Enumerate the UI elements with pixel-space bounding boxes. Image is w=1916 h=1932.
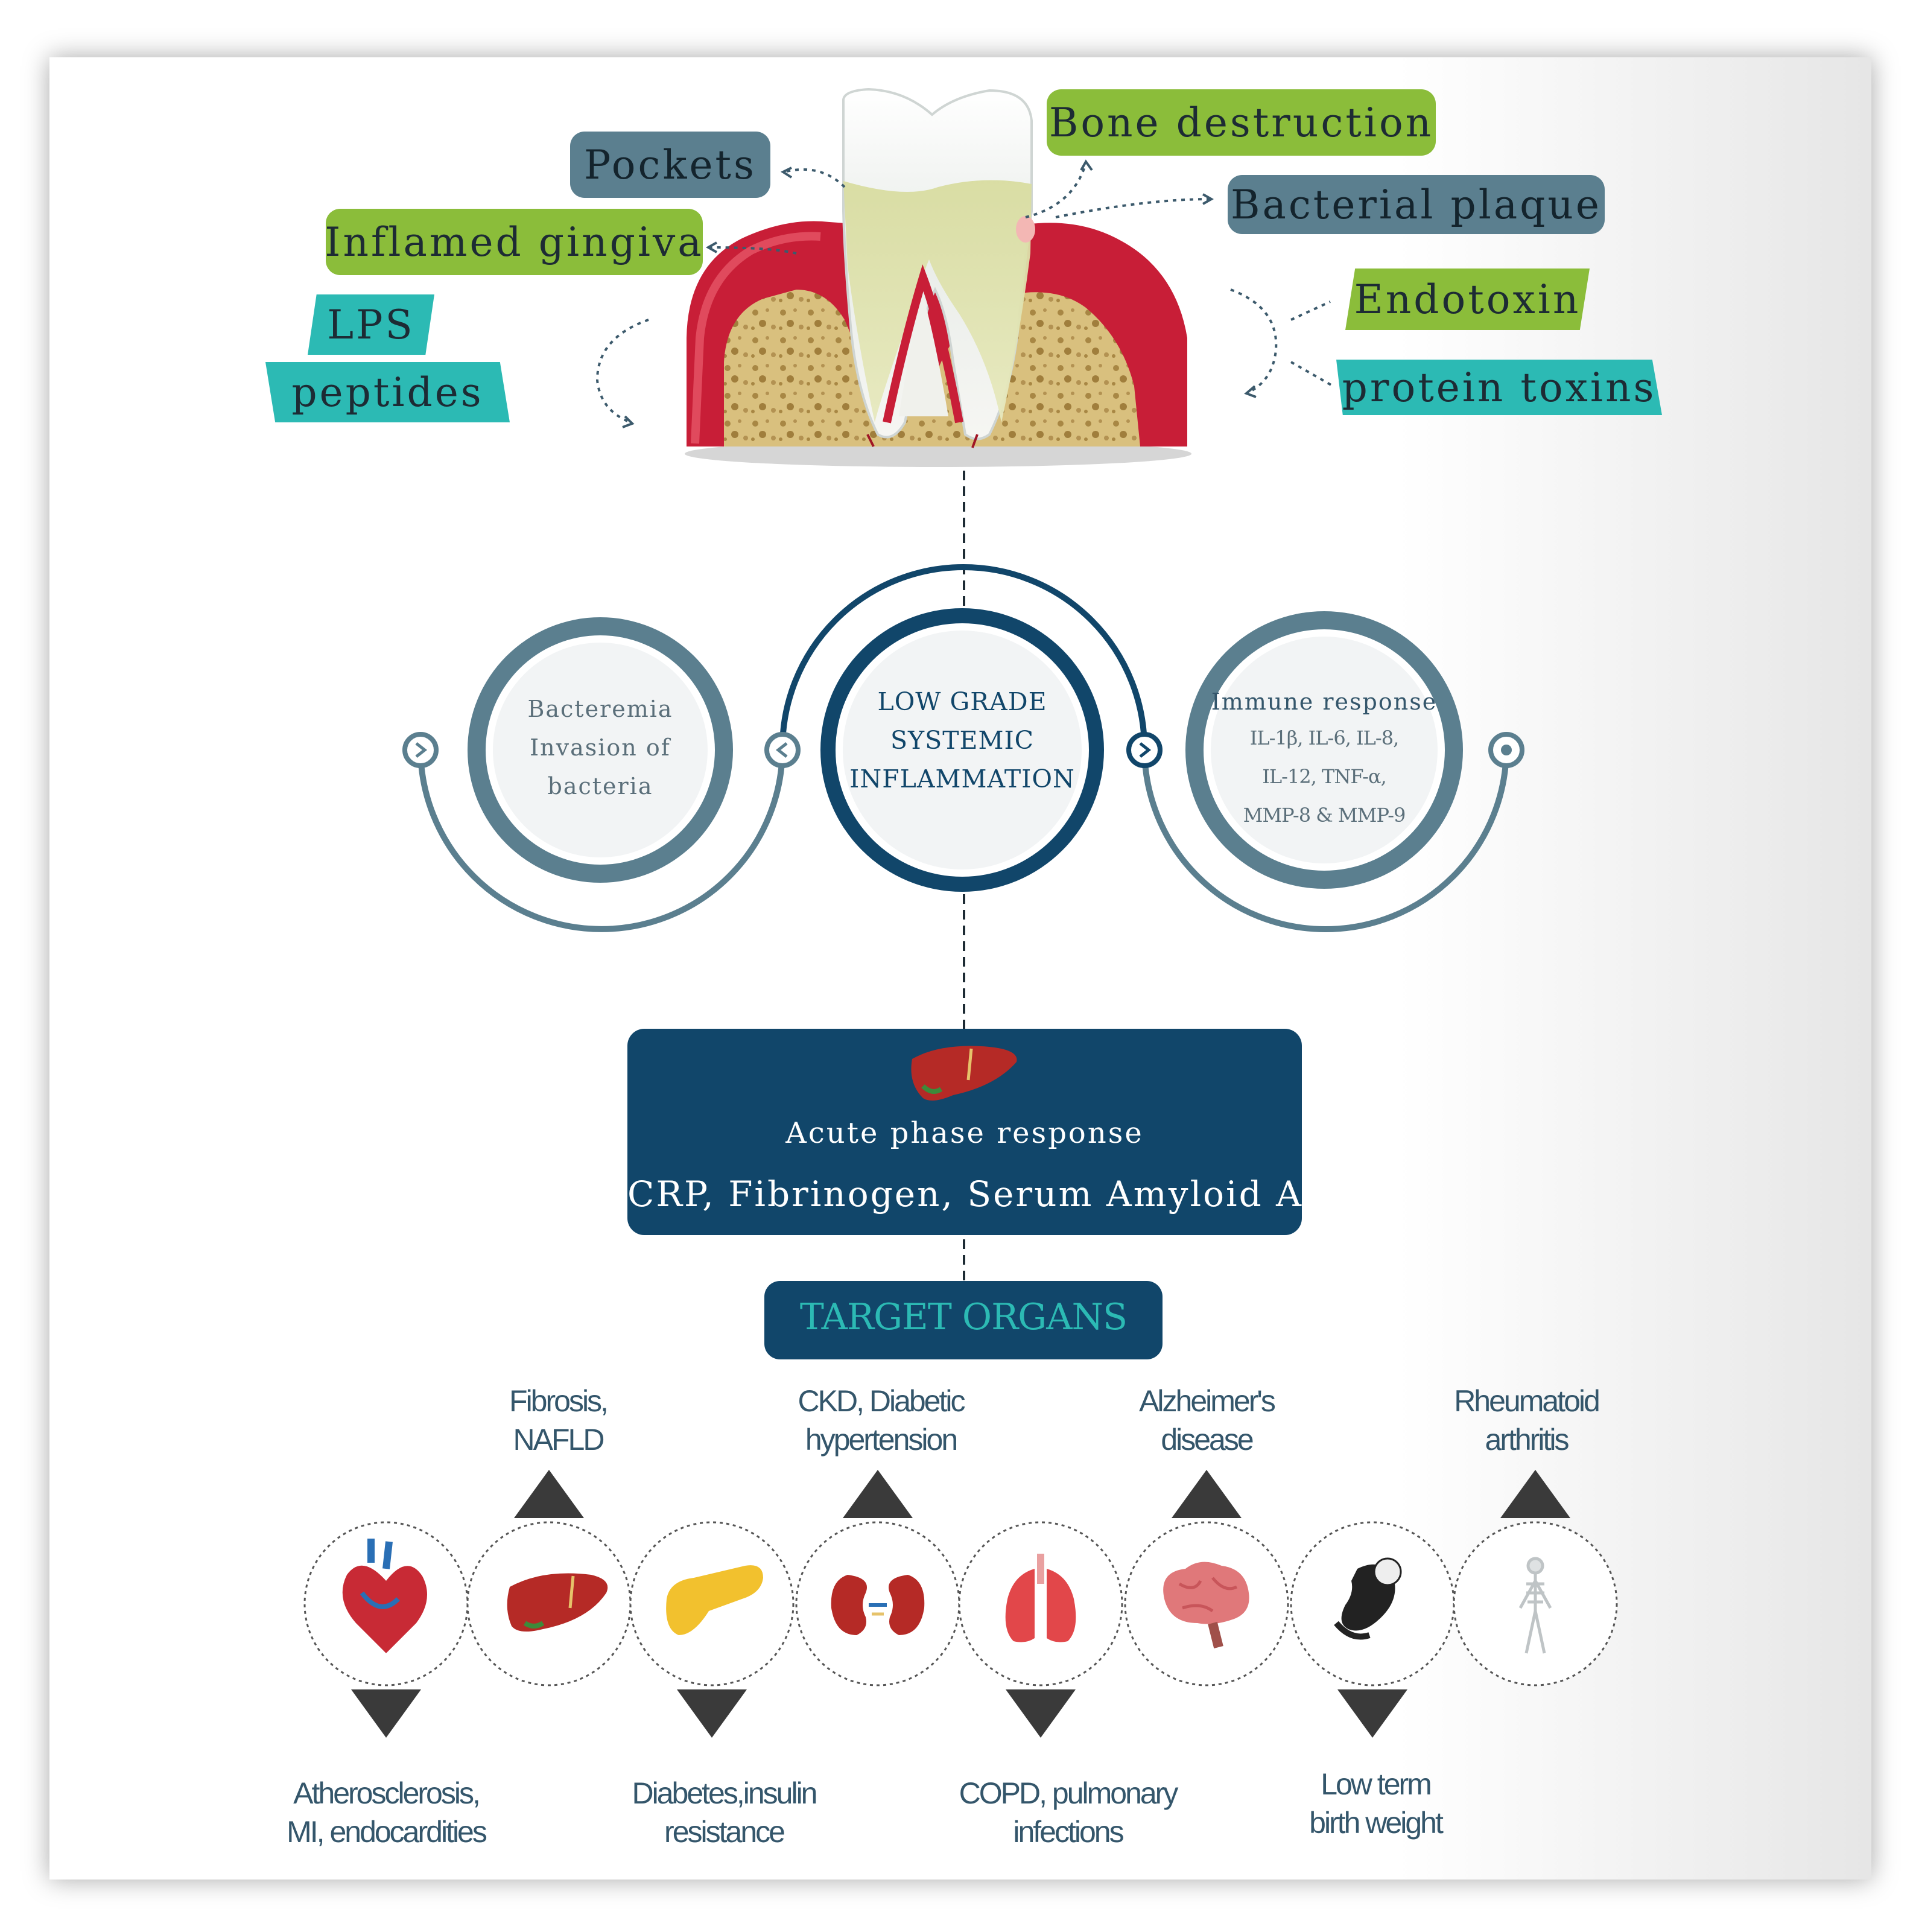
acute-phase-title: Acute phase response bbox=[785, 1116, 1144, 1150]
label-skeleton: Rheumatoid arthritis bbox=[1424, 1382, 1629, 1459]
pancreas-icon bbox=[666, 1565, 763, 1635]
immune-line: MMP-8 & MMP-9 bbox=[1243, 804, 1406, 827]
circle-center-line: SYSTEMIC bbox=[890, 726, 1035, 755]
circle-left-line: Invasion of bbox=[530, 734, 671, 761]
arc-left bbox=[417, 748, 785, 932]
label-line: arthritis bbox=[1485, 1423, 1570, 1457]
lungs-icon bbox=[1005, 1554, 1076, 1642]
circle-left-text: Bacteremia Invasion of bacteria bbox=[504, 690, 697, 806]
label-line: disease bbox=[1161, 1423, 1254, 1457]
label-line: birth weight bbox=[1309, 1806, 1444, 1840]
arc-top bbox=[779, 564, 1147, 749]
label-lungs: COPD, pulmonary infections bbox=[941, 1774, 1194, 1851]
circle-center-line: INFLAMMATION bbox=[849, 764, 1075, 793]
circle-center-line: LOW GRADE bbox=[877, 687, 1047, 716]
acute-phase-markers: CRP, Fibrinogen, Serum Amyloid A bbox=[627, 1174, 1304, 1215]
label-line: NAFLD bbox=[513, 1423, 605, 1457]
immune-line: IL-12, TNF-α, bbox=[1262, 765, 1386, 788]
organ-row bbox=[303, 1470, 1618, 1738]
alveolar-bone bbox=[724, 290, 1140, 446]
plaque bbox=[843, 180, 1032, 422]
kidneys-icon bbox=[831, 1575, 925, 1635]
node-right-end bbox=[1488, 732, 1524, 768]
label-line: Alzheimer's bbox=[1139, 1384, 1276, 1418]
tag-bone-destruction: Bone destruction bbox=[1047, 89, 1436, 156]
label-line: Diabetes,insulin bbox=[632, 1776, 818, 1810]
label-line: Atherosclerosis, bbox=[293, 1776, 481, 1810]
tag-lps: LPS bbox=[308, 294, 434, 355]
immune-line: IL-1β, IL-6, IL-8, bbox=[1249, 726, 1400, 749]
dotted-arrows bbox=[595, 162, 1334, 424]
label-line: hypertension bbox=[805, 1423, 958, 1457]
circle-right-text: Immune response IL-1β, IL-6, IL-8, IL-12… bbox=[1210, 685, 1439, 834]
node-left-end bbox=[402, 732, 439, 768]
fetus-icon bbox=[1334, 1557, 1402, 1640]
circle-left-line: Bacteremia bbox=[527, 696, 673, 722]
arc-right bbox=[1141, 748, 1509, 932]
label-brain: Alzheimer's disease bbox=[1104, 1382, 1309, 1459]
label-pancreas: Diabetes,insulin resistance bbox=[603, 1774, 845, 1851]
label-line: infections bbox=[1013, 1815, 1124, 1849]
tag-bacterial-plaque: Bacterial plaque bbox=[1228, 175, 1605, 234]
label-line: MI, endocardities bbox=[287, 1815, 487, 1849]
tag-pockets: Pockets bbox=[570, 132, 770, 198]
heart-icon bbox=[342, 1539, 427, 1653]
target-organs-box bbox=[764, 1281, 1163, 1359]
circle-left-line: bacteria bbox=[547, 773, 653, 799]
label-line: Low term bbox=[1321, 1767, 1432, 1801]
tag-inflamed-gingiva: Inflamed gingiva bbox=[325, 209, 703, 275]
target-organs-title: TARGET ORGANS bbox=[799, 1296, 1128, 1338]
label-line: resistance bbox=[664, 1815, 785, 1849]
node-right-mid bbox=[1126, 732, 1163, 768]
brain-icon bbox=[1163, 1562, 1249, 1648]
circle-chain bbox=[402, 564, 1524, 932]
skeleton-icon bbox=[1518, 1557, 1552, 1654]
label-line: CKD, Diabetic bbox=[798, 1384, 966, 1418]
tag-peptides: peptides bbox=[265, 362, 510, 422]
acute-phase-box bbox=[627, 1029, 1302, 1235]
node-left-mid bbox=[764, 732, 801, 768]
label-liver: Fibrosis, NAFLD bbox=[458, 1382, 658, 1459]
label-line: COPD, pulmonary bbox=[959, 1776, 1179, 1810]
label-line: Rheumatoid bbox=[1454, 1384, 1600, 1418]
label-line: Fibrosis, bbox=[509, 1384, 609, 1418]
liver-icon bbox=[507, 1573, 608, 1632]
tooth-illustration bbox=[685, 87, 1191, 467]
immune-response-title: Immune response bbox=[1211, 688, 1438, 715]
circle-center-text: LOW GRADE SYSTEMIC INFLAMMATION bbox=[848, 682, 1077, 798]
label-kidneys: CKD, Diabetic hypertension bbox=[766, 1382, 995, 1459]
label-fetus: Low term birth weight bbox=[1273, 1765, 1478, 1842]
tag-endotoxin: Endotoxin bbox=[1345, 269, 1590, 330]
label-heart: Atherosclerosis, MI, endocardities bbox=[265, 1774, 507, 1851]
tag-protein-toxins: protein toxins bbox=[1336, 360, 1662, 415]
liver-icon-box bbox=[911, 1046, 1017, 1101]
